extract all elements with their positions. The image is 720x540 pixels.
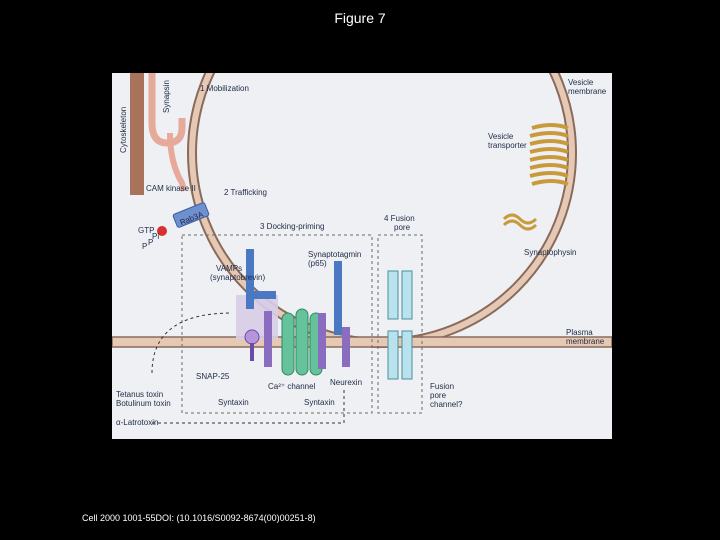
label-synapsin: Synapsin	[162, 80, 171, 113]
label-step4-2: pore	[394, 223, 411, 232]
rab3a-shape	[172, 202, 210, 228]
label-syntaxin-right: Syntaxin	[304, 398, 335, 407]
label-cytoskeleton: Cytoskeleton	[119, 107, 128, 153]
label-vamps-2: (synaptobrevin)	[210, 273, 265, 282]
label-step3: 3 Docking-priming	[260, 222, 324, 231]
toxin-arrow	[151, 312, 233, 374]
label-botulinum: Botulinum toxin	[116, 399, 171, 408]
snap25-head	[244, 329, 260, 345]
label-vesicle-transporter-1: Vesicle	[488, 132, 514, 141]
label-p2: P	[148, 238, 153, 247]
vamp-tail	[254, 291, 276, 299]
fusion-pore-lower-right	[401, 330, 413, 380]
label-plasma-membrane-2: membrane	[566, 337, 605, 346]
plasma-membrane	[112, 336, 612, 348]
label-fusion-pore-3: channel?	[430, 400, 463, 409]
snap25-stem	[250, 343, 254, 361]
label-synaptophysin: Synaptophysin	[524, 248, 576, 257]
vesicle-transporter-coil	[529, 123, 569, 186]
label-fusion-pore-1: Fusion	[430, 382, 454, 391]
label-step1: 1 Mobilization	[200, 84, 249, 93]
syntaxin-left	[264, 311, 272, 367]
synapsin-shape	[148, 73, 186, 147]
synaptic-vesicle-diagram: Synapsin Cytoskeleton 1 Mobilization Ves…	[112, 73, 612, 439]
synaptotagmin-protein	[334, 261, 342, 335]
syntaxin-right	[318, 313, 326, 369]
fusion-pore-upper-right	[401, 270, 413, 320]
label-vamps-1: VAMPs	[216, 264, 242, 273]
label-ca-channel: Ca²⁺ channel	[268, 382, 316, 391]
label-vesicle-transporter-2: transporter	[488, 141, 527, 150]
citation: Cell 2000 1001-55DOI: (10.1016/S0092-867…	[82, 513, 316, 523]
label-synaptotagmin-2: (p65)	[308, 259, 327, 268]
label-p1: P	[142, 242, 147, 251]
label-vesicle-membrane-2: membrane	[568, 87, 607, 96]
label-step4-1: 4 Fusion	[384, 214, 415, 223]
label-vesicle-membrane-1: Vesicle	[568, 78, 594, 87]
figure-title: Figure 7	[334, 10, 386, 26]
label-neurexin: Neurexin	[330, 378, 362, 387]
fusion-pore-lower-left	[387, 330, 399, 380]
label-tetanus: Tetanus toxin	[116, 390, 163, 399]
label-snap25: SNAP-25	[196, 372, 230, 381]
label-gtp: GTP	[138, 226, 154, 235]
fusion-pore-upper-left	[387, 270, 399, 320]
neurexin-protein	[342, 327, 350, 367]
vamp-protein	[246, 249, 254, 309]
label-cam-kinase: CAM kinase II	[146, 184, 196, 193]
label-fusion-pore-2: pore	[430, 391, 447, 400]
label-plasma-membrane-1: Plasma	[566, 328, 593, 337]
synaptophysin-coil	[502, 213, 538, 231]
ca-channel-mid	[295, 308, 309, 376]
docking-priming-box	[181, 234, 373, 414]
label-latrotoxin: α-Latrotoxin	[116, 418, 158, 427]
latrotoxin-arrow	[152, 389, 345, 424]
gtp-dot	[157, 226, 167, 236]
diagram-svg: Synapsin Cytoskeleton 1 Mobilization Ves…	[112, 73, 612, 427]
cytoskeleton-bar	[130, 73, 144, 195]
label-pi: Pi	[152, 232, 159, 241]
label-step2: 2 Trafficking	[224, 188, 267, 197]
label-synaptotagmin-1: Synaptotagmin	[308, 250, 361, 259]
fusion-pore-box	[377, 234, 423, 414]
label-syntaxin-left: Syntaxin	[218, 398, 249, 407]
cam-kinase-shape	[167, 132, 187, 192]
ca-channel-left	[281, 312, 295, 376]
